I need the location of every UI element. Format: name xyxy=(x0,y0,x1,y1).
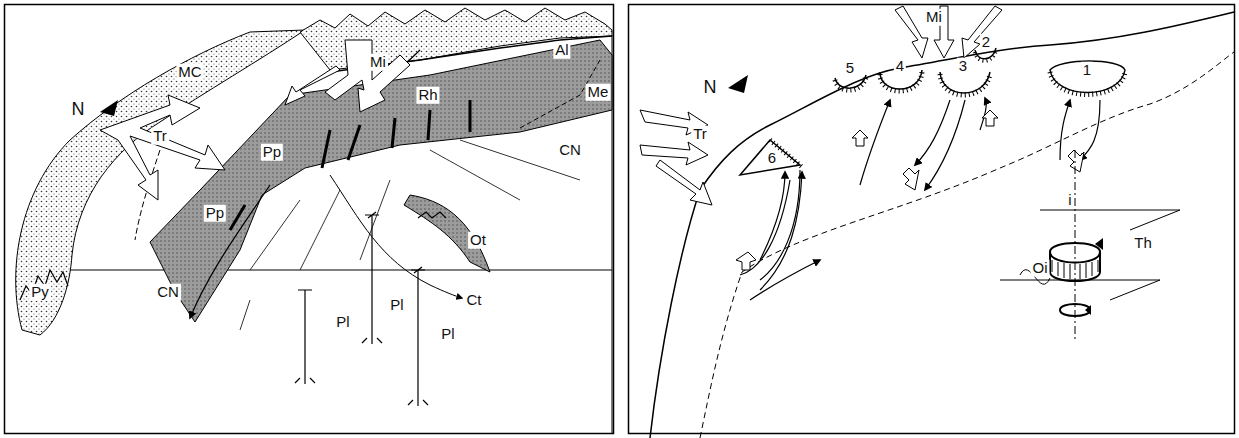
map-label: Rh xyxy=(416,87,439,104)
map-label: Ot xyxy=(468,232,488,249)
map-label: 6 xyxy=(766,150,778,167)
map-label: Th xyxy=(1132,235,1154,252)
map-label: MC xyxy=(176,64,203,81)
map-label: Mi xyxy=(924,9,944,26)
map-label: Pl xyxy=(334,314,351,331)
map-label: Py xyxy=(29,284,51,301)
map-label: CN xyxy=(557,142,583,159)
map-label: N xyxy=(702,78,719,98)
map-label: Pp xyxy=(204,205,226,222)
map-label: i xyxy=(1066,192,1073,209)
map-label: Pp xyxy=(261,144,283,161)
map-label: CN xyxy=(155,284,181,301)
map-label: 3 xyxy=(957,58,969,75)
map-label: 4 xyxy=(894,58,906,75)
map-label: Pl xyxy=(388,297,405,314)
map-label: Pl xyxy=(439,326,456,343)
map-label: Mi xyxy=(368,54,388,71)
map-label: Tr xyxy=(151,128,169,145)
map-label: N xyxy=(70,100,87,120)
map-label: 1 xyxy=(1081,62,1093,79)
map-label: Ct xyxy=(465,292,484,309)
map-label: Al xyxy=(553,42,570,59)
map-label: 2 xyxy=(980,34,992,51)
map-label: Me xyxy=(586,84,611,101)
map-label: Tr xyxy=(691,126,709,143)
map-label: 5 xyxy=(844,60,856,77)
map-label: Oi xyxy=(1031,260,1050,277)
